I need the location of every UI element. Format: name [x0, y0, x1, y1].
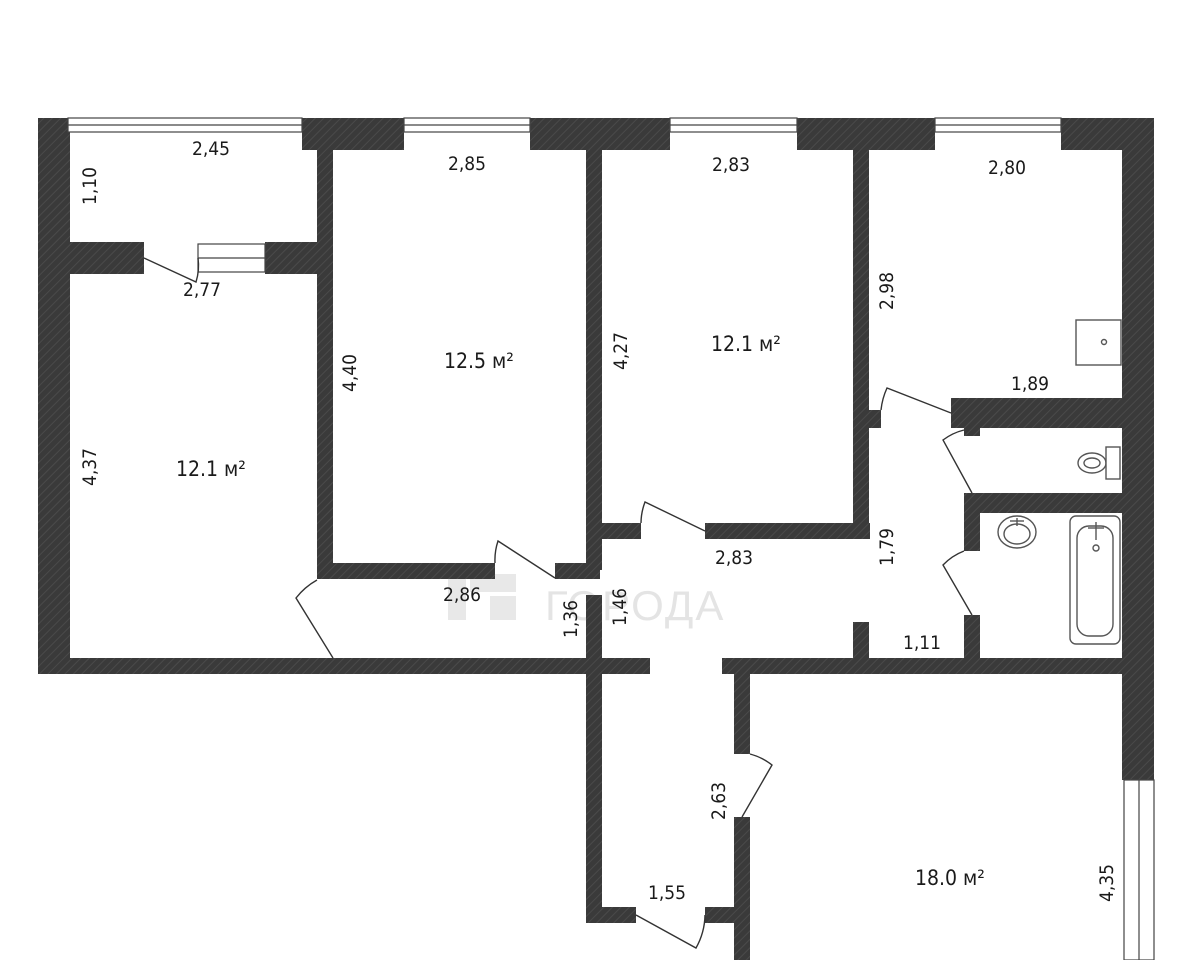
door-wc: [942, 429, 973, 494]
dimension-labels: 2,45 1,10 2,77 4,37 2,85 4,40 2,86 1,36 …: [79, 138, 1118, 904]
dim-balcony-width: 2,45: [192, 138, 230, 160]
doors: [143, 257, 973, 949]
toilet-icon: [1077, 446, 1121, 480]
dim-left-room-length: 4,37: [79, 448, 101, 486]
door-room2: [494, 539, 556, 579]
fixtures: [997, 319, 1122, 645]
dim-kitchen-depth: 2,98: [876, 272, 898, 310]
window-big-room: [1123, 779, 1155, 960]
dim-kitchen-width: 2,80: [988, 157, 1026, 179]
window-balcony: [67, 117, 303, 133]
dim-room3-width: 2,83: [712, 154, 750, 176]
dim-room2-length: 4,40: [339, 354, 361, 392]
dim-hall-width: 1,46: [609, 588, 631, 626]
windows: [67, 117, 1155, 960]
dim-left-room-width: 2,77: [183, 279, 221, 301]
door-entry: [635, 914, 706, 949]
window-room3: [669, 117, 798, 133]
area-room-2: 12.5 м²: [444, 349, 514, 373]
dim-hall2-width: 1,11: [903, 632, 941, 654]
dim-balcony-depth: 1,10: [79, 167, 101, 205]
stove-icon: [1075, 319, 1122, 366]
door-left-room: [295, 579, 334, 659]
dim-entry-width: 1,55: [648, 882, 686, 904]
bathtub-icon: [1069, 515, 1121, 645]
dim-room3-length: 4,27: [610, 332, 632, 370]
dim-hall2-length: 1,79: [876, 528, 898, 566]
area-room-left: 12.1 м²: [176, 457, 246, 481]
window-room2: [403, 117, 531, 133]
door-kitchen: [880, 387, 952, 414]
area-room-3: 12.1 м²: [711, 332, 781, 356]
area-room-big: 18.0 м²: [915, 866, 985, 890]
dim-wc-width: 1,89: [1011, 373, 1049, 395]
door-bath: [942, 550, 973, 616]
watermark-text: ГОРОДА: [545, 582, 725, 629]
dim-big-room-length: 4,35: [1096, 864, 1118, 902]
dim-corridor-width: 1,36: [560, 600, 582, 638]
room-areas: 12.1 м² 12.5 м² 12.1 м² 18.0 м²: [176, 332, 985, 890]
dim-entry-length: 2,63: [708, 782, 730, 820]
walls: [38, 118, 1154, 960]
door-balcony: [143, 257, 200, 283]
door-big-room: [741, 753, 773, 818]
dim-corridor-length: 2,86: [443, 584, 481, 606]
window-kitchen: [934, 117, 1062, 133]
door-room3: [640, 501, 706, 532]
sink-icon: [997, 515, 1037, 549]
window-balcony-door: [197, 243, 266, 273]
dim-room2-width: 2,85: [448, 153, 486, 175]
dim-room3-bottom: 2,83: [715, 547, 753, 569]
